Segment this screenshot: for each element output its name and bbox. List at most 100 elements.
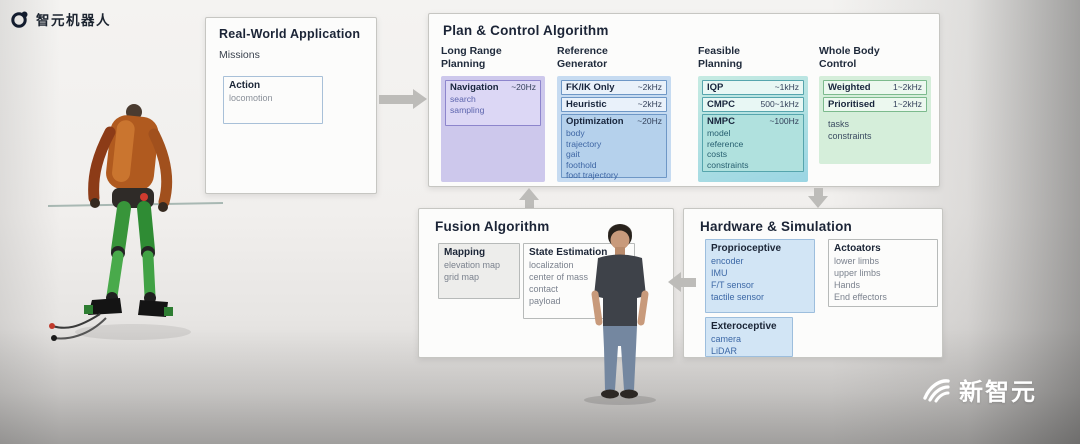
- brand-name: 智元机器人: [36, 13, 111, 28]
- module-frequency: 1~2kHz: [892, 82, 922, 92]
- group-whole-body-control: Weighted 1~2kHz Prioritised 1~2kHz tasks…: [819, 76, 931, 164]
- cmpc-box: CMPC 500~1kHz: [702, 97, 804, 112]
- column-header-reference: Reference Generator: [557, 45, 608, 71]
- person-right-arm: [637, 290, 649, 326]
- navigation-box: Navigation ~20Hz search sampling: [445, 80, 541, 126]
- module-label: FK/IK Only: [566, 82, 615, 93]
- mapping-title: Mapping: [444, 247, 486, 258]
- robot-left-foot: [88, 298, 122, 315]
- list-item: IMU: [711, 267, 728, 278]
- robot-right-shin: [142, 250, 156, 302]
- person-left-shoe: [601, 389, 619, 399]
- list-item: reference: [707, 138, 744, 149]
- robot-left-arm: [88, 126, 116, 204]
- column-header-wbc: Whole Body Control: [819, 45, 880, 71]
- state-estimation-items: localization center of mass contact payl…: [529, 260, 629, 308]
- module-label: Weighted: [828, 82, 871, 93]
- person-shirt: [594, 254, 646, 326]
- list-item: constraints: [707, 159, 749, 170]
- panel-title: Plan & Control Algorithm: [443, 23, 609, 38]
- exteroceptive-box: Exteroceptive camera LiDAR: [705, 317, 793, 357]
- list-item: gait: [566, 149, 580, 160]
- robot-cable: [51, 313, 101, 329]
- person-right-shoe: [620, 389, 638, 399]
- list-item: body: [566, 128, 585, 139]
- actuators-items: lower limbs upper limbs Hands End effect…: [834, 256, 932, 304]
- robot-torso: [106, 115, 159, 191]
- module-label: Optimization: [566, 116, 624, 127]
- group-feasible-planning: IQP ~1kHz CMPC 500~1kHz NMPC ~100Hz mode…: [698, 76, 808, 182]
- list-item: localization: [529, 260, 574, 270]
- list-item: upper limbs: [834, 267, 881, 278]
- module-items: search sampling: [450, 94, 536, 115]
- robot-cable: [53, 317, 107, 340]
- arrow-left: [668, 272, 698, 292]
- panel-plan-control: Plan & Control Algorithm Long Range Plan…: [428, 13, 940, 187]
- module-label: Navigation: [450, 82, 499, 93]
- module-frequency: ~100Hz: [769, 116, 799, 126]
- list-item: camera: [711, 334, 742, 344]
- actuators-title: Actoators: [834, 243, 881, 254]
- list-item: foot trajectory: [566, 170, 619, 181]
- module-frequency: ~1kHz: [774, 82, 799, 92]
- list-item: center of mass: [529, 271, 589, 282]
- module-label: IQP: [707, 82, 724, 93]
- module-frequency: 1~2kHz: [892, 99, 922, 109]
- module-frequency: ~2kHz: [637, 82, 662, 92]
- robot-simulation-figure: [48, 104, 223, 341]
- list-item: End effectors: [834, 291, 887, 302]
- list-item: model: [707, 128, 731, 139]
- list-item: sampling: [450, 104, 485, 115]
- mapping-box: Mapping elevation map grid map: [438, 243, 520, 299]
- proprioceptive-title: Proprioceptive: [711, 243, 782, 254]
- xinzhiyuan-icon: [923, 378, 950, 402]
- arrow-up: [519, 188, 539, 208]
- robot-right-thigh: [137, 201, 155, 257]
- arrow-down: [808, 188, 828, 208]
- list-item: foothold: [566, 159, 597, 170]
- person-shadow: [584, 395, 656, 405]
- module-frequency: 500~1kHz: [760, 99, 799, 109]
- panel-title: Hardware & Simulation: [700, 219, 852, 234]
- iqp-box: IQP ~1kHz: [702, 80, 804, 95]
- list-item: F/T sensor: [711, 279, 754, 290]
- robot-left-shin: [106, 250, 124, 302]
- prioritised-box: Prioritised 1~2kHz: [823, 97, 927, 112]
- robot-marker: [140, 193, 148, 201]
- panel-real-world-application: Real-World Application Missions Action l…: [205, 17, 377, 194]
- person-jeans: [603, 326, 637, 390]
- module-frequency: ~2kHz: [637, 99, 662, 109]
- list-item: contact: [529, 283, 559, 294]
- list-item: encoder: [711, 256, 744, 266]
- list-item: LiDAR: [711, 345, 738, 356]
- state-estimation-title: State Estimation: [529, 247, 608, 258]
- group-long-range-planning: Navigation ~20Hz search sampling: [441, 76, 545, 182]
- watermark: 新智元: [922, 372, 1037, 407]
- group-reference-generator: FK/IK Only ~2kHz Heuristic ~2kHz Optimiz…: [557, 76, 671, 182]
- robot-right-foot: [138, 300, 168, 317]
- arrow-right: [379, 89, 428, 109]
- robot-left-thigh: [111, 201, 131, 257]
- list-item: search: [450, 94, 476, 105]
- action-title: Action: [229, 80, 261, 91]
- module-frequency: ~20Hz: [511, 82, 536, 92]
- module-label: Heuristic: [566, 99, 607, 110]
- list-item: Hands: [834, 279, 861, 290]
- actuators-box: Actoators lower limbs upper limbs Hands …: [828, 239, 938, 307]
- list-item: elevation map: [444, 260, 501, 270]
- column-header-long-range: Long Range Planning: [441, 45, 502, 71]
- list-item: costs: [707, 149, 728, 160]
- panel-hardware-simulation: Hardware & Simulation Proprioceptive enc…: [683, 208, 943, 358]
- brand-logo: 智元机器人: [10, 9, 111, 29]
- optimization-box: Optimization ~20Hz body trajectory gait …: [561, 114, 667, 180]
- weighted-box: Weighted 1~2kHz: [823, 80, 927, 95]
- person-left-arm: [591, 290, 603, 326]
- robot-right-arm: [148, 128, 173, 208]
- list-item: payload: [529, 295, 561, 306]
- nmpc-box: NMPC ~100Hz model reference costs constr…: [702, 114, 804, 172]
- action-items: locomotion: [229, 93, 317, 105]
- module-label: CMPC: [707, 99, 735, 110]
- missions-label: Missions: [219, 49, 260, 61]
- module-items: body trajectory gait foothold foot traje…: [566, 128, 662, 180]
